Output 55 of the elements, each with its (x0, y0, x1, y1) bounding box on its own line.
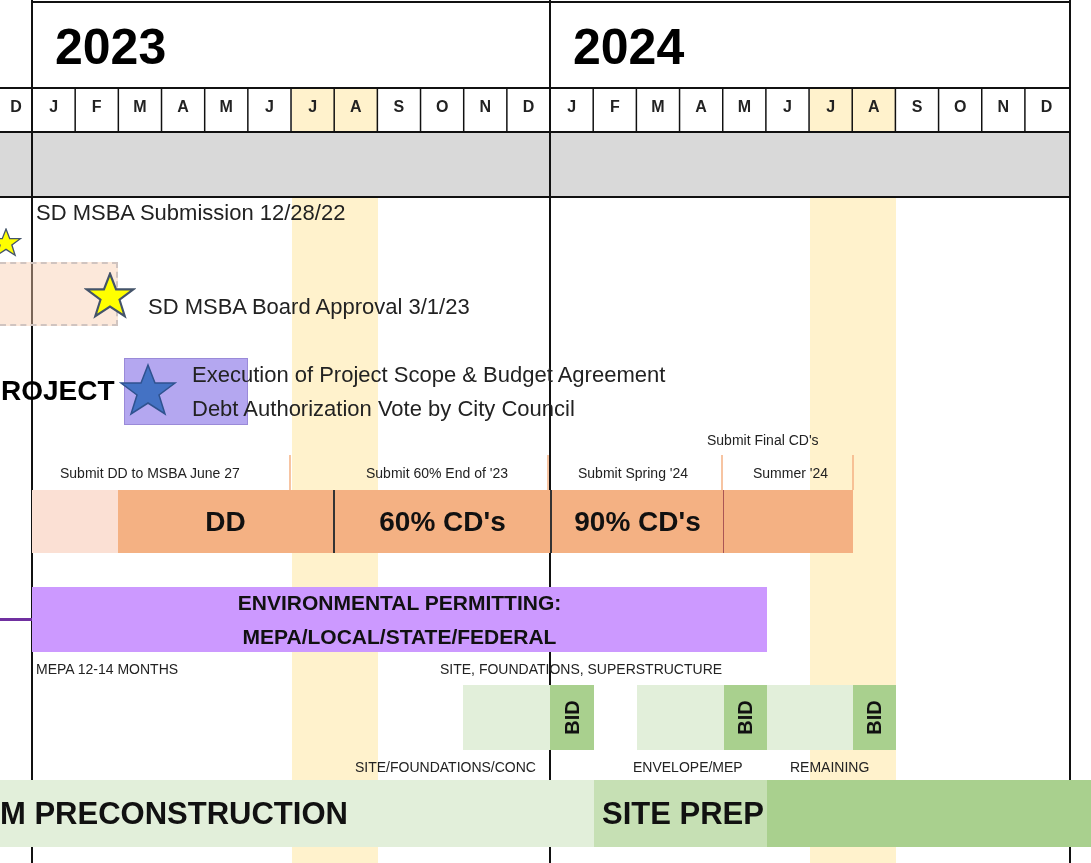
task-bar: DD (118, 490, 335, 553)
milestone-note: Submit Final CD's (707, 432, 819, 448)
bar (32, 490, 118, 553)
bid-bar: BID (550, 685, 594, 750)
phase-note: MEPA 12-14 MONTHS (36, 661, 179, 677)
bar (637, 685, 724, 750)
bar (767, 780, 1091, 847)
month-label: O (435, 98, 449, 116)
month-label: J (49, 98, 59, 116)
month-label: A (177, 98, 189, 116)
month-label: A (350, 98, 362, 116)
month-label: F (609, 98, 620, 116)
milestone-label: SD MSBA Board Approval 3/1/23 (148, 294, 470, 320)
phase-note: SITE/FOUNDATIONS/CONC (355, 759, 536, 775)
month-label: O (953, 98, 967, 116)
milestone-note: Submit Spring '24 (578, 465, 689, 481)
month-label: M (133, 98, 147, 116)
month-label: J (567, 98, 577, 116)
month-label: M (219, 98, 233, 116)
bar (0, 262, 118, 326)
month-label: S (911, 98, 923, 116)
bar (463, 685, 550, 750)
milestone-label: SD MSBA Submission 12/28/22 (36, 200, 346, 226)
milestone-note: Submit 60% End of '23 (366, 465, 508, 481)
month-label: D (1040, 98, 1053, 116)
connector-line (0, 618, 32, 621)
year-heading: 2024 (573, 18, 685, 76)
task-bar: 60% CD's (335, 490, 550, 553)
month-label: J (264, 98, 274, 116)
phase-note: ENVELOPE/MEP (633, 759, 743, 775)
milestone-note: Summer '24 (753, 465, 829, 481)
month-label: F (91, 98, 102, 116)
month-label: M (737, 98, 751, 116)
bar (724, 490, 853, 553)
month-label: A (695, 98, 707, 116)
task-bar: 90% CD's (550, 490, 724, 553)
milestone-note: Submit DD to MSBA June 27 (60, 465, 240, 481)
month-label: N (479, 98, 492, 116)
month-label: J (826, 98, 836, 116)
task-bar: SITE PREP (594, 780, 767, 847)
month-label: D (522, 98, 535, 116)
month-label: D (10, 98, 22, 116)
month-label: S (393, 98, 405, 116)
month-label: A (868, 98, 880, 116)
month-label: N (997, 98, 1010, 116)
month-label: J (783, 98, 792, 116)
month-label: M (651, 98, 665, 116)
task-bar: M PRECONSTRUCTION (0, 780, 594, 847)
phase-note: REMAINING (790, 759, 870, 775)
bid-bar: BID (853, 685, 896, 750)
task-bar: ENVIRONMENTAL PERMITTING: MEPA/LOCAL/STATE/FEDERAL (32, 587, 767, 652)
month-label: J (308, 98, 318, 116)
bar (767, 685, 853, 750)
bid-bar: BID (724, 685, 767, 750)
year-heading: 2023 (55, 18, 167, 76)
